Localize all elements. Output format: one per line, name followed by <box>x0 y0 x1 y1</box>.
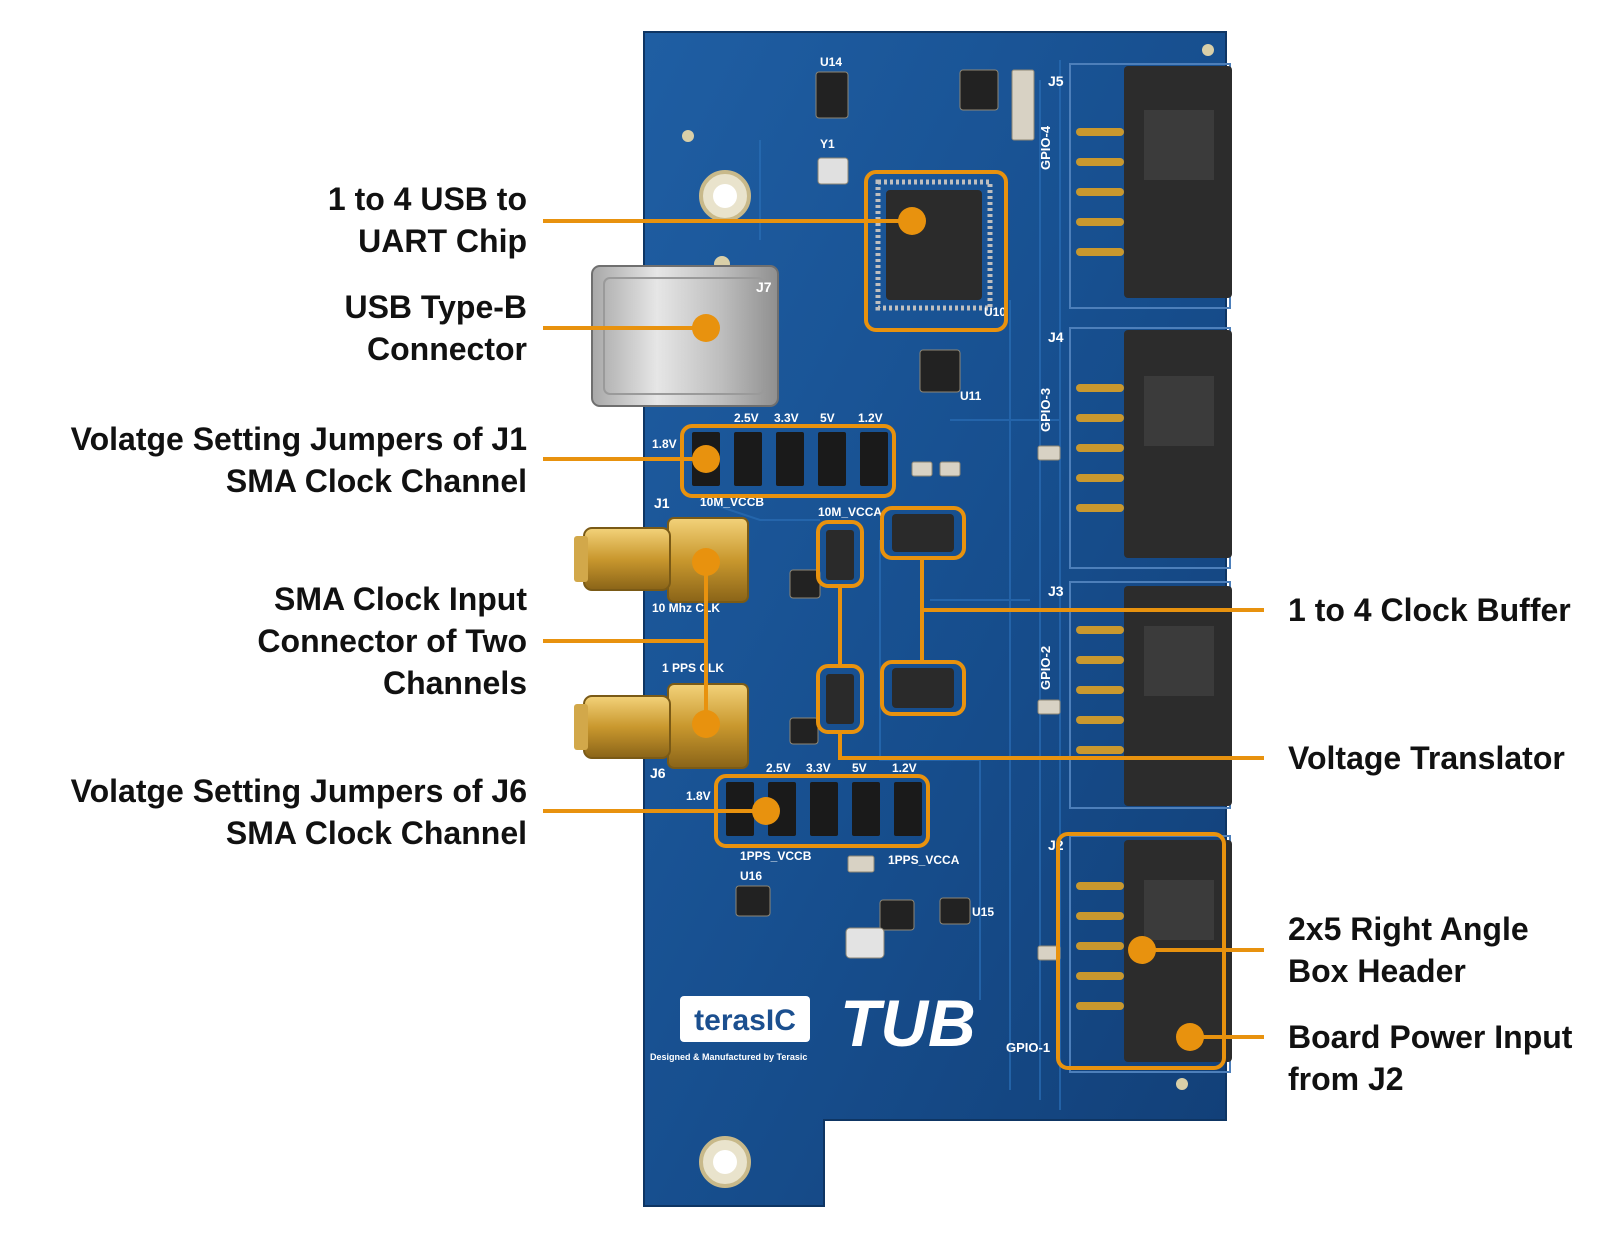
silk-jp-bottom-0: 1.8V <box>686 789 711 803</box>
callout-voltage-translator-line1: Voltage Translator <box>1288 740 1565 776</box>
silk-1pps-vcca: 1PPS_VCCA <box>888 853 960 867</box>
product-name: TUB <box>840 986 976 1060</box>
silk-u10: U10 <box>984 305 1006 319</box>
leader-lines <box>543 219 1264 1039</box>
silk-j4: J4 <box>1048 329 1064 345</box>
clock-buffer-chip <box>892 514 954 552</box>
silk-1pps-vccb: 1PPS_VCCB <box>740 849 812 863</box>
callout-box-header-line2: Box Header <box>1288 953 1466 989</box>
jumper-block-j1 <box>692 432 888 486</box>
voltage-translator-chip <box>826 530 854 580</box>
callout-jumpers-j6-line1: Volatge Setting Jumpers of J6 <box>70 773 527 809</box>
silk-j5: J5 <box>1048 73 1064 89</box>
gpio-header-j5 <box>1069 63 1232 309</box>
callout-jumpers-j1-line1: Volatge Setting Jumpers of J1 <box>70 421 527 457</box>
callout-voltage-translator: Voltage Translator <box>1288 737 1565 779</box>
clock-buffer-chip <box>892 668 954 708</box>
callout-clock-buffer-line1: 1 to 4 Clock Buffer <box>1288 592 1571 628</box>
silk-u14: U14 <box>820 55 842 69</box>
callout-box-header-line1: 2x5 Right Angle <box>1288 911 1529 947</box>
usb-uart-chip <box>875 179 993 311</box>
callout-box-header: 2x5 Right Angle Box Header <box>1288 908 1529 992</box>
silk-jp-bottom-4: 1.2V <box>892 761 917 775</box>
silk-j3: J3 <box>1048 583 1064 599</box>
silk-jp-bottom-3: 5V <box>852 761 867 775</box>
sma-connector-j1 <box>574 517 749 603</box>
callout-usb-uart-line2: UART Chip <box>358 223 527 259</box>
callout-usb-uart-line1: 1 to 4 USB to <box>327 181 527 217</box>
silk-gpio4: GPIO-4 <box>1038 125 1053 170</box>
gpio-header-j4 <box>1069 327 1232 569</box>
silk-u11: U11 <box>960 389 982 403</box>
silk-jp-bottom-1: 2.5V <box>766 761 791 775</box>
callout-usb-typeb-line2: Connector <box>367 331 527 367</box>
logo-tagline: Designed & Manufactured by Terasic <box>650 1052 807 1062</box>
silk-j1: J1 <box>654 495 670 511</box>
callout-power-input-line1: Board Power Input <box>1288 1019 1573 1055</box>
callout-usb-typeb-line1: USB Type-B <box>344 289 527 325</box>
mounting-hole-icon <box>699 170 751 222</box>
jumper-block-j6 <box>726 782 922 836</box>
callout-usb-typeb: USB Type-B Connector <box>344 286 527 370</box>
silk-10mhz-clk: 10 Mhz CLK <box>652 601 720 615</box>
callout-jumpers-j1-line2: SMA Clock Channel <box>225 463 527 499</box>
callout-usb-uart: 1 to 4 USB to UART Chip <box>328 178 527 262</box>
silk-gpio2: GPIO-2 <box>1038 646 1053 690</box>
gpio-header-j3 <box>1069 581 1232 809</box>
sma-connector-j6 <box>574 683 749 769</box>
callout-sma-input-line1: SMA Clock Input <box>273 581 527 617</box>
mounting-hole-icon <box>699 1136 751 1188</box>
silk-gpio1: GPIO-1 <box>1006 1040 1050 1055</box>
callout-sma-input: SMA Clock Input Connector of Two Channel… <box>257 578 527 704</box>
silk-gpio3: GPIO-3 <box>1038 388 1053 432</box>
highlight-usb-uart <box>864 170 1008 332</box>
callout-jumpers-j6-line2: SMA Clock Channel <box>225 815 527 851</box>
silk-jp-bottom-2: 3.3V <box>806 761 831 775</box>
logo-text: terasIC <box>694 1004 796 1037</box>
usb-typeb-connector <box>591 265 779 407</box>
callout-jumpers-j1: Volatge Setting Jumpers of J1 SMA Clock … <box>71 418 527 502</box>
callout-clock-buffer: 1 to 4 Clock Buffer <box>1288 589 1571 631</box>
voltage-translator-chip <box>826 674 854 724</box>
silk-u16: U16 <box>740 869 762 883</box>
silk-j6: J6 <box>650 765 666 781</box>
callout-sma-input-line2: Connector of Two <box>257 623 527 659</box>
silk-jp-top-0: 1.8V <box>652 437 677 451</box>
callout-power-input: Board Power Input from J2 <box>1288 1016 1572 1100</box>
silk-jp-top-3: 5V <box>820 411 835 425</box>
silk-1pps-clk: 1 PPS CLK <box>662 661 724 675</box>
callout-power-input-line2: from J2 <box>1288 1061 1404 1097</box>
silk-jp-top-2: 3.3V <box>774 411 799 425</box>
smd-components <box>735 69 1061 961</box>
silk-10m-vcca: 10M_VCCA <box>818 505 882 519</box>
callout-sma-input-line3: Channels <box>382 665 527 701</box>
silk-j7: J7 <box>756 279 772 295</box>
silk-jp-top-1: 2.5V <box>734 411 759 425</box>
silk-y1: Y1 <box>820 137 835 151</box>
silk-10m-vccb: 10M_VCCB <box>700 495 764 509</box>
leader-dots <box>692 207 1204 1051</box>
silk-jp-top-4: 1.2V <box>858 411 883 425</box>
callout-jumpers-j6: Volatge Setting Jumpers of J6 SMA Clock … <box>71 770 527 854</box>
terasic-logo: terasIC Designed & Manufactured by Teras… <box>650 996 810 1062</box>
silk-u15: U15 <box>972 905 994 919</box>
